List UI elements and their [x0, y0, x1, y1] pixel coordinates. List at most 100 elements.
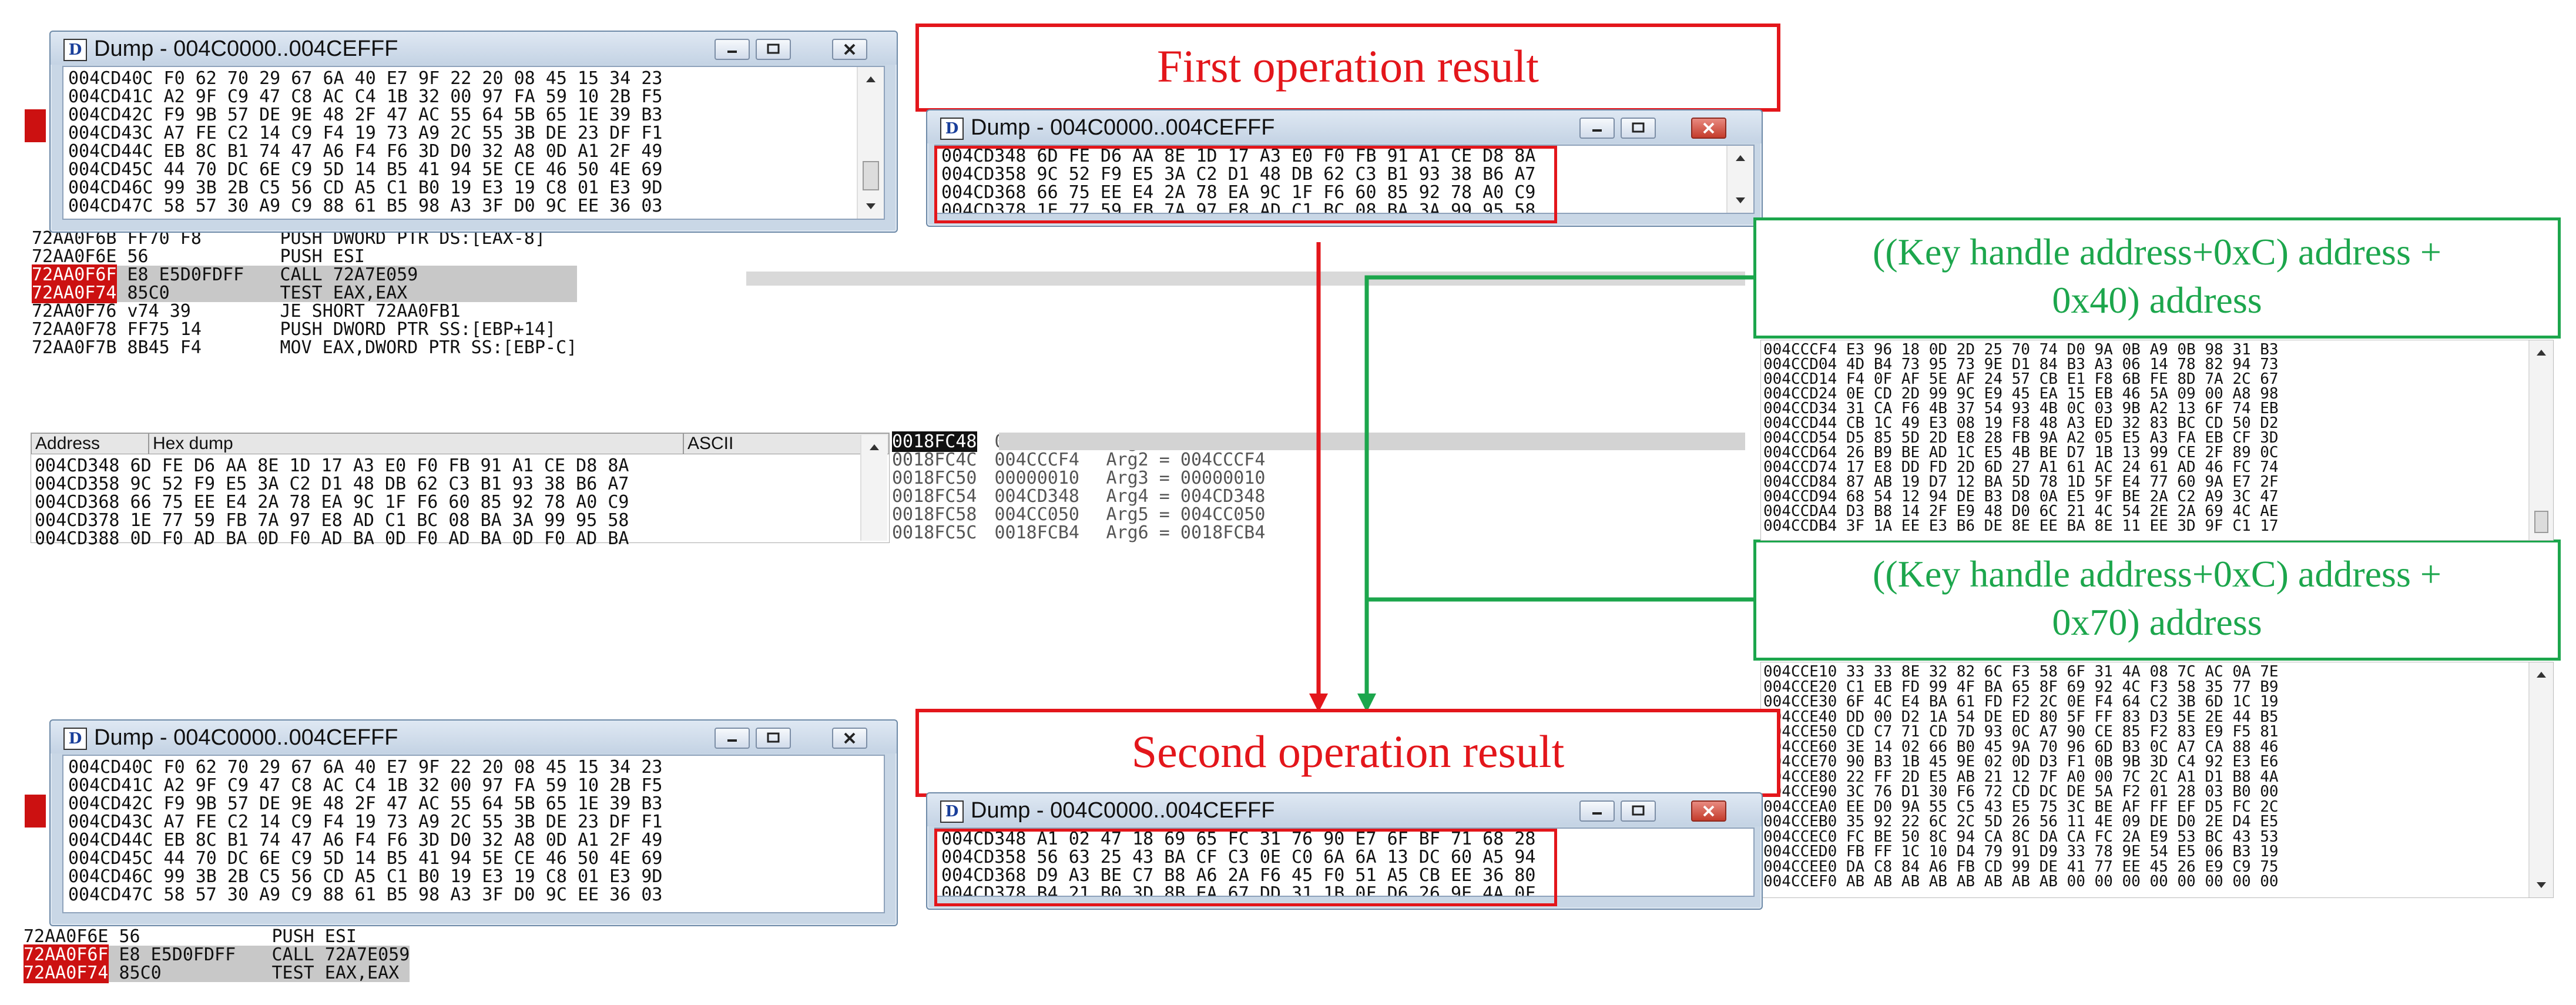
dump-row[interactable]: 004CCD14 F4 0F AF 5E AF 24 57 CB E1 F8 6… [1763, 370, 2279, 388]
hexdump-row[interactable]: 004CD358 9C 52 F9 E5 3A C2 D1 48 DB 62 C… [35, 474, 629, 494]
window-titlebar[interactable]: D Dump - 004C0000..004CEFFF [927, 110, 1762, 143]
dump-row[interactable]: 004CD378 B4 21 B0 3D 8B EA 67 DD 31 1B 0… [941, 883, 1536, 897]
dump-row[interactable]: 004CCD44 CB 1C 49 E3 08 19 F8 48 A3 ED 3… [1763, 414, 2279, 432]
dump-row[interactable]: 004CCED0 FB FF 1C 10 D4 79 91 D9 33 78 9… [1763, 843, 2279, 860]
dump-row[interactable]: 004CCCF4 E3 96 18 0D 2D 25 70 74 D0 9A 0… [1763, 341, 2279, 359]
dump-scrollbar[interactable] [857, 67, 884, 219]
dump-row[interactable]: 004CD45C 44 70 DC 6E C9 5D 14 B5 41 94 5… [68, 848, 663, 869]
dump-row[interactable]: 004CD358 56 63 25 43 BA CF C3 0E C0 6A 6… [941, 847, 1536, 867]
scroll-down-icon[interactable] [2530, 874, 2553, 897]
window-titlebar[interactable]: D Dump - 004C0000..004CEFFF [51, 32, 897, 65]
minimize-button[interactable] [715, 728, 750, 749]
close-button[interactable] [832, 39, 867, 60]
dump-window-second-result[interactable]: D Dump - 004C0000..004CEFFF 004CD348 A1 … [926, 792, 1763, 910]
dump-row[interactable]: 004CD40C F0 62 70 29 67 6A 40 E7 9F 22 2… [68, 757, 663, 778]
dump-row[interactable]: 004CCEE0 DA C8 84 A6 FB CD 99 DE 41 77 E… [1763, 857, 2279, 876]
dump-row[interactable]: 004CCE20 C1 EB FD 99 4F BA 65 8F 69 92 4… [1763, 678, 2279, 696]
dump-row[interactable]: 004CD368 66 75 EE E4 2A 78 EA 9C 1F F6 6… [941, 182, 1536, 203]
dump-row[interactable]: 004CCE30 6F 4C E4 BA 61 FD F2 2C 0E F4 6… [1763, 693, 2279, 711]
maximize-button[interactable] [1621, 800, 1656, 822]
dump-row[interactable]: 004CD368 D9 A3 BE C7 B8 A6 2A F6 45 F0 5… [941, 865, 1536, 886]
dump-key70-scrollbar[interactable] [2528, 662, 2553, 897]
dump-row[interactable]: 004CD44C EB 8C B1 74 47 A6 F4 F6 3D D0 3… [68, 141, 663, 162]
hexdump-row[interactable]: 004CD388 0D F0 AD BA 0D F0 AD BA 0D F0 A… [35, 528, 629, 549]
dump-row[interactable]: 004CCDB4 3F 1A EE E3 B6 DE 8E EE BA 8E 1… [1763, 517, 2279, 535]
dump-window-first-result[interactable]: D Dump - 004C0000..004CEFFF 004CD348 6D … [926, 109, 1763, 227]
scroll-down-icon[interactable] [1728, 189, 1753, 213]
dump-row[interactable]: 004CD41C A2 9F C9 47 C8 AC C4 1B 32 00 9… [68, 86, 663, 107]
scroll-up-icon[interactable] [858, 67, 884, 91]
hexdump-row[interactable]: 004CD378 1E 77 59 FB 7A 97 E8 AD C1 BC 0… [35, 510, 629, 531]
dump-row[interactable]: 004CD348 A1 02 47 18 69 65 FC 31 76 90 E… [941, 829, 1536, 849]
scroll-thumb[interactable] [2534, 511, 2548, 533]
dump-key40-scrollbar[interactable] [2528, 340, 2553, 540]
dump-row[interactable]: 004CCDA4 D3 B8 14 2F E9 48 D0 6C 21 4C 5… [1763, 503, 2279, 520]
dump-row[interactable]: 004CD45C 44 70 DC 6E C9 5D 14 B5 41 94 5… [68, 159, 663, 180]
minimize-button[interactable] [1579, 118, 1615, 139]
minimize-button[interactable] [1579, 800, 1615, 822]
dump-row[interactable]: 004CCD04 4D B4 73 95 73 9E D1 84 B3 A3 0… [1763, 356, 2279, 373]
hexdump-col-hex[interactable]: Hex dump [149, 433, 683, 454]
dump-row[interactable]: 004CCEC0 FC BE 50 8C 94 CA 8C DA CA FC 2… [1763, 828, 2279, 846]
dump-row[interactable]: 004CCEB0 35 92 22 6C 2C 5D 26 56 11 4E 0… [1763, 813, 2279, 830]
dump-row[interactable]: 004CCD84 87 AB 19 D7 12 BA 5D 78 1D 5F E… [1763, 473, 2279, 491]
maximize-button[interactable] [1621, 118, 1656, 139]
scroll-thumb[interactable] [863, 161, 879, 190]
window-titlebar[interactable]: D Dump - 004C0000..004CEFFF [51, 721, 897, 753]
hexdump-row[interactable]: 004CD348 6D FE D6 AA 8E 1D 17 A3 E0 F0 F… [35, 455, 629, 476]
dump-row[interactable]: 004CD44C EB 8C B1 74 47 A6 F4 F6 3D D0 3… [68, 830, 663, 850]
dump-row[interactable]: 004CD46C 99 3B 2B C5 56 CD A5 C1 B0 19 E… [68, 177, 663, 198]
dump-row[interactable]: 004CCD54 D5 85 5D 2D E8 28 FB 9A A2 05 E… [1763, 429, 2279, 447]
dump-row[interactable]: 004CCD94 68 54 12 94 DE B3 D8 0A E5 9F B… [1763, 488, 2279, 505]
dump-window-bottom-left[interactable]: D Dump - 004C0000..004CEFFF 004CD40C F0 … [49, 719, 898, 926]
dump-scrollbar[interactable] [1726, 146, 1753, 213]
dump-row[interactable]: 004CD42C F9 9B 57 DE 9E 48 2F 47 AC 55 6… [68, 793, 663, 814]
scroll-up-icon[interactable] [861, 435, 887, 458]
hexdump-row[interactable]: 004CD368 66 75 EE E4 2A 78 EA 9C 1F F6 6… [35, 492, 629, 512]
dump-row[interactable]: 004CD43C A7 FE C2 14 C9 F4 19 73 A9 2C 5… [68, 123, 663, 143]
dump-row[interactable]: 004CCD34 31 CA F6 4B 37 54 93 4B 0C 03 9… [1763, 400, 2279, 417]
dump-row[interactable]: 004CD42C F9 9B 57 DE 9E 48 2F 47 AC 55 6… [68, 105, 663, 125]
maximize-button[interactable] [756, 728, 791, 749]
dump-row[interactable]: 004CCE10 33 33 8E 32 82 6C F3 58 6F 31 4… [1763, 663, 2279, 681]
dump-row[interactable]: 004CD47C 58 57 30 A9 C9 88 61 B5 98 A3 3… [68, 196, 663, 216]
scroll-up-icon[interactable] [2530, 340, 2553, 364]
scroll-up-icon[interactable] [2530, 662, 2553, 686]
dump-row[interactable]: 004CCEA0 EE D0 9A 55 C5 43 E5 75 3C BE A… [1763, 798, 2279, 816]
maximize-button[interactable] [756, 39, 791, 60]
dump-row[interactable]: 004CD378 1E 77 59 FB 7A 97 E8 AD C1 BC 0… [941, 200, 1536, 214]
close-button[interactable] [1691, 800, 1726, 822]
close-button[interactable] [832, 728, 867, 749]
dump-row[interactable]: 004CD40C F0 62 70 29 67 6A 40 E7 9F 22 2… [68, 68, 663, 89]
dump-row[interactable]: 004CD43C A7 FE C2 14 C9 F4 19 73 A9 2C 5… [68, 812, 663, 832]
close-button[interactable] [1691, 118, 1726, 139]
dump-row[interactable]: 004CCD64 26 B9 BE AD 1C E5 4B BE D7 1B 1… [1763, 444, 2279, 461]
dump-row[interactable]: 004CD46C 99 3B 2B C5 56 CD A5 C1 B0 19 E… [68, 866, 663, 887]
dump-row[interactable]: 004CCD24 0E CD 2D 99 9C E9 45 EA 15 EB 4… [1763, 385, 2279, 403]
scroll-down-icon[interactable] [858, 195, 884, 219]
dump-row[interactable]: 004CD47C 58 57 30 A9 C9 88 61 B5 98 A3 3… [68, 885, 663, 905]
hexdump-col-ascii[interactable]: ASCII [683, 433, 889, 454]
window-titlebar[interactable]: D Dump - 004C0000..004CEFFF [927, 793, 1762, 826]
dump-row[interactable]: 004CCE50 CD C7 71 CD 7D 93 0C A7 90 CE 8… [1763, 723, 2279, 741]
hexdump-col-address[interactable]: Address [31, 433, 149, 454]
dump-row[interactable]: 004CD41C A2 9F C9 47 C8 AC C4 1B 32 00 9… [68, 775, 663, 796]
dump-window-top-left[interactable]: D Dump - 004C0000..004CEFFF 004CD40C F0 … [49, 31, 898, 233]
dump-row[interactable]: 004CCEF0 AB AB AB AB AB AB AB AB 00 00 0… [1763, 873, 2279, 890]
hexdump-scrollbar[interactable] [860, 435, 887, 541]
scroll-up-icon[interactable] [1728, 146, 1753, 169]
